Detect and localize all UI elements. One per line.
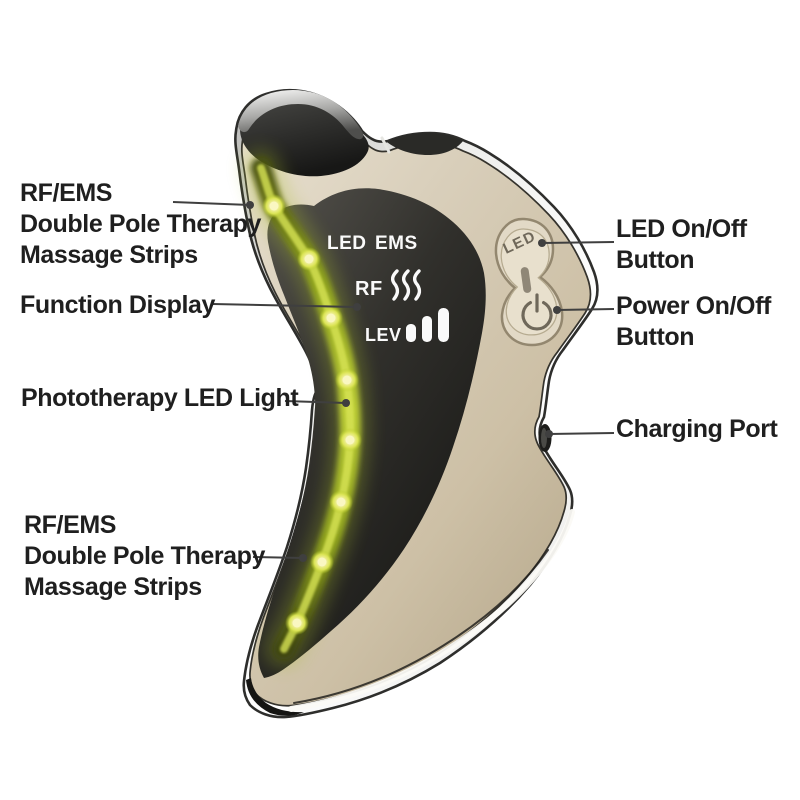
callout-phototherapy-led: Phototherapy LED Light [21, 383, 299, 414]
button-cluster: LED [494, 217, 564, 347]
callout-rf-ems-bottom: RF/EMS Double Pole Therapy Massage Strip… [24, 510, 265, 603]
display-level-label: LEV [365, 325, 402, 345]
callout-line: Massage Strips [20, 241, 198, 269]
top-notch-band [387, 133, 463, 155]
led-strip [241, 148, 371, 669]
leader-power-button [556, 308, 615, 311]
callout-line: Power On/Off [616, 292, 771, 320]
callout-line: Phototherapy LED Light [21, 384, 299, 412]
leader-function-display [212, 303, 358, 308]
level-bars-icon [406, 308, 449, 342]
callout-led-on-off: LED On/Off Button [616, 214, 747, 276]
callout-line: Charging Port [616, 415, 778, 443]
callout-line: Double Pole Therapy [20, 210, 262, 238]
level-bar [438, 308, 449, 342]
leader-led-button [541, 241, 615, 244]
level-bar [422, 316, 432, 342]
bottom-rim-groove [293, 549, 549, 704]
display-mode-ems: EMS [375, 233, 418, 254]
led-dot [310, 550, 334, 574]
display-mode-led: LED [327, 233, 367, 254]
rf-wave-icon [390, 269, 422, 301]
callout-line: Button [616, 246, 695, 274]
callout-line: Double Pole Therapy [24, 542, 266, 570]
callout-charging-port: Charging Port [616, 414, 778, 445]
leader-rf-ems-top [172, 201, 251, 206]
callout-line: RF/EMS [20, 179, 113, 207]
led-dot [319, 306, 343, 330]
callout-line: Massage Strips [24, 573, 202, 601]
level-bar [406, 324, 416, 342]
charging-port [538, 424, 552, 452]
callout-line: RF/EMS [24, 511, 117, 539]
device-tip [246, 678, 304, 716]
hook-chrome-curl [238, 89, 364, 140]
bottom-rim-highlight [288, 509, 575, 712]
led-dot [297, 247, 321, 271]
led-dot [338, 428, 362, 452]
display-rf-label: RF [355, 278, 383, 300]
button-separator-bar [520, 267, 532, 293]
leader-lines [172, 201, 615, 559]
led-dot [285, 611, 309, 635]
display-readout: LED EMS RF LEV [327, 233, 449, 345]
leader-phototherapy [284, 400, 347, 404]
callout-power-on-off: Power On/Off Button [616, 291, 771, 353]
led-dot [335, 368, 359, 392]
callout-rf-ems-top: RF/EMS Double Pole Therapy Massage Strip… [20, 178, 261, 271]
leader-dots [246, 201, 561, 562]
led-dot [329, 490, 353, 514]
top-notch-separator [380, 136, 391, 154]
callout-line: Function Display [20, 291, 216, 319]
leader-rf-ems-bottom [252, 556, 304, 559]
callout-line: LED On/Off [616, 215, 747, 243]
leader-charging-port [548, 432, 615, 435]
led-dot [262, 194, 286, 218]
callout-function-display: Function Display [20, 290, 215, 321]
led-strip-dots [262, 194, 362, 635]
callout-line: Button [616, 323, 695, 351]
power-button-icon [521, 293, 553, 331]
